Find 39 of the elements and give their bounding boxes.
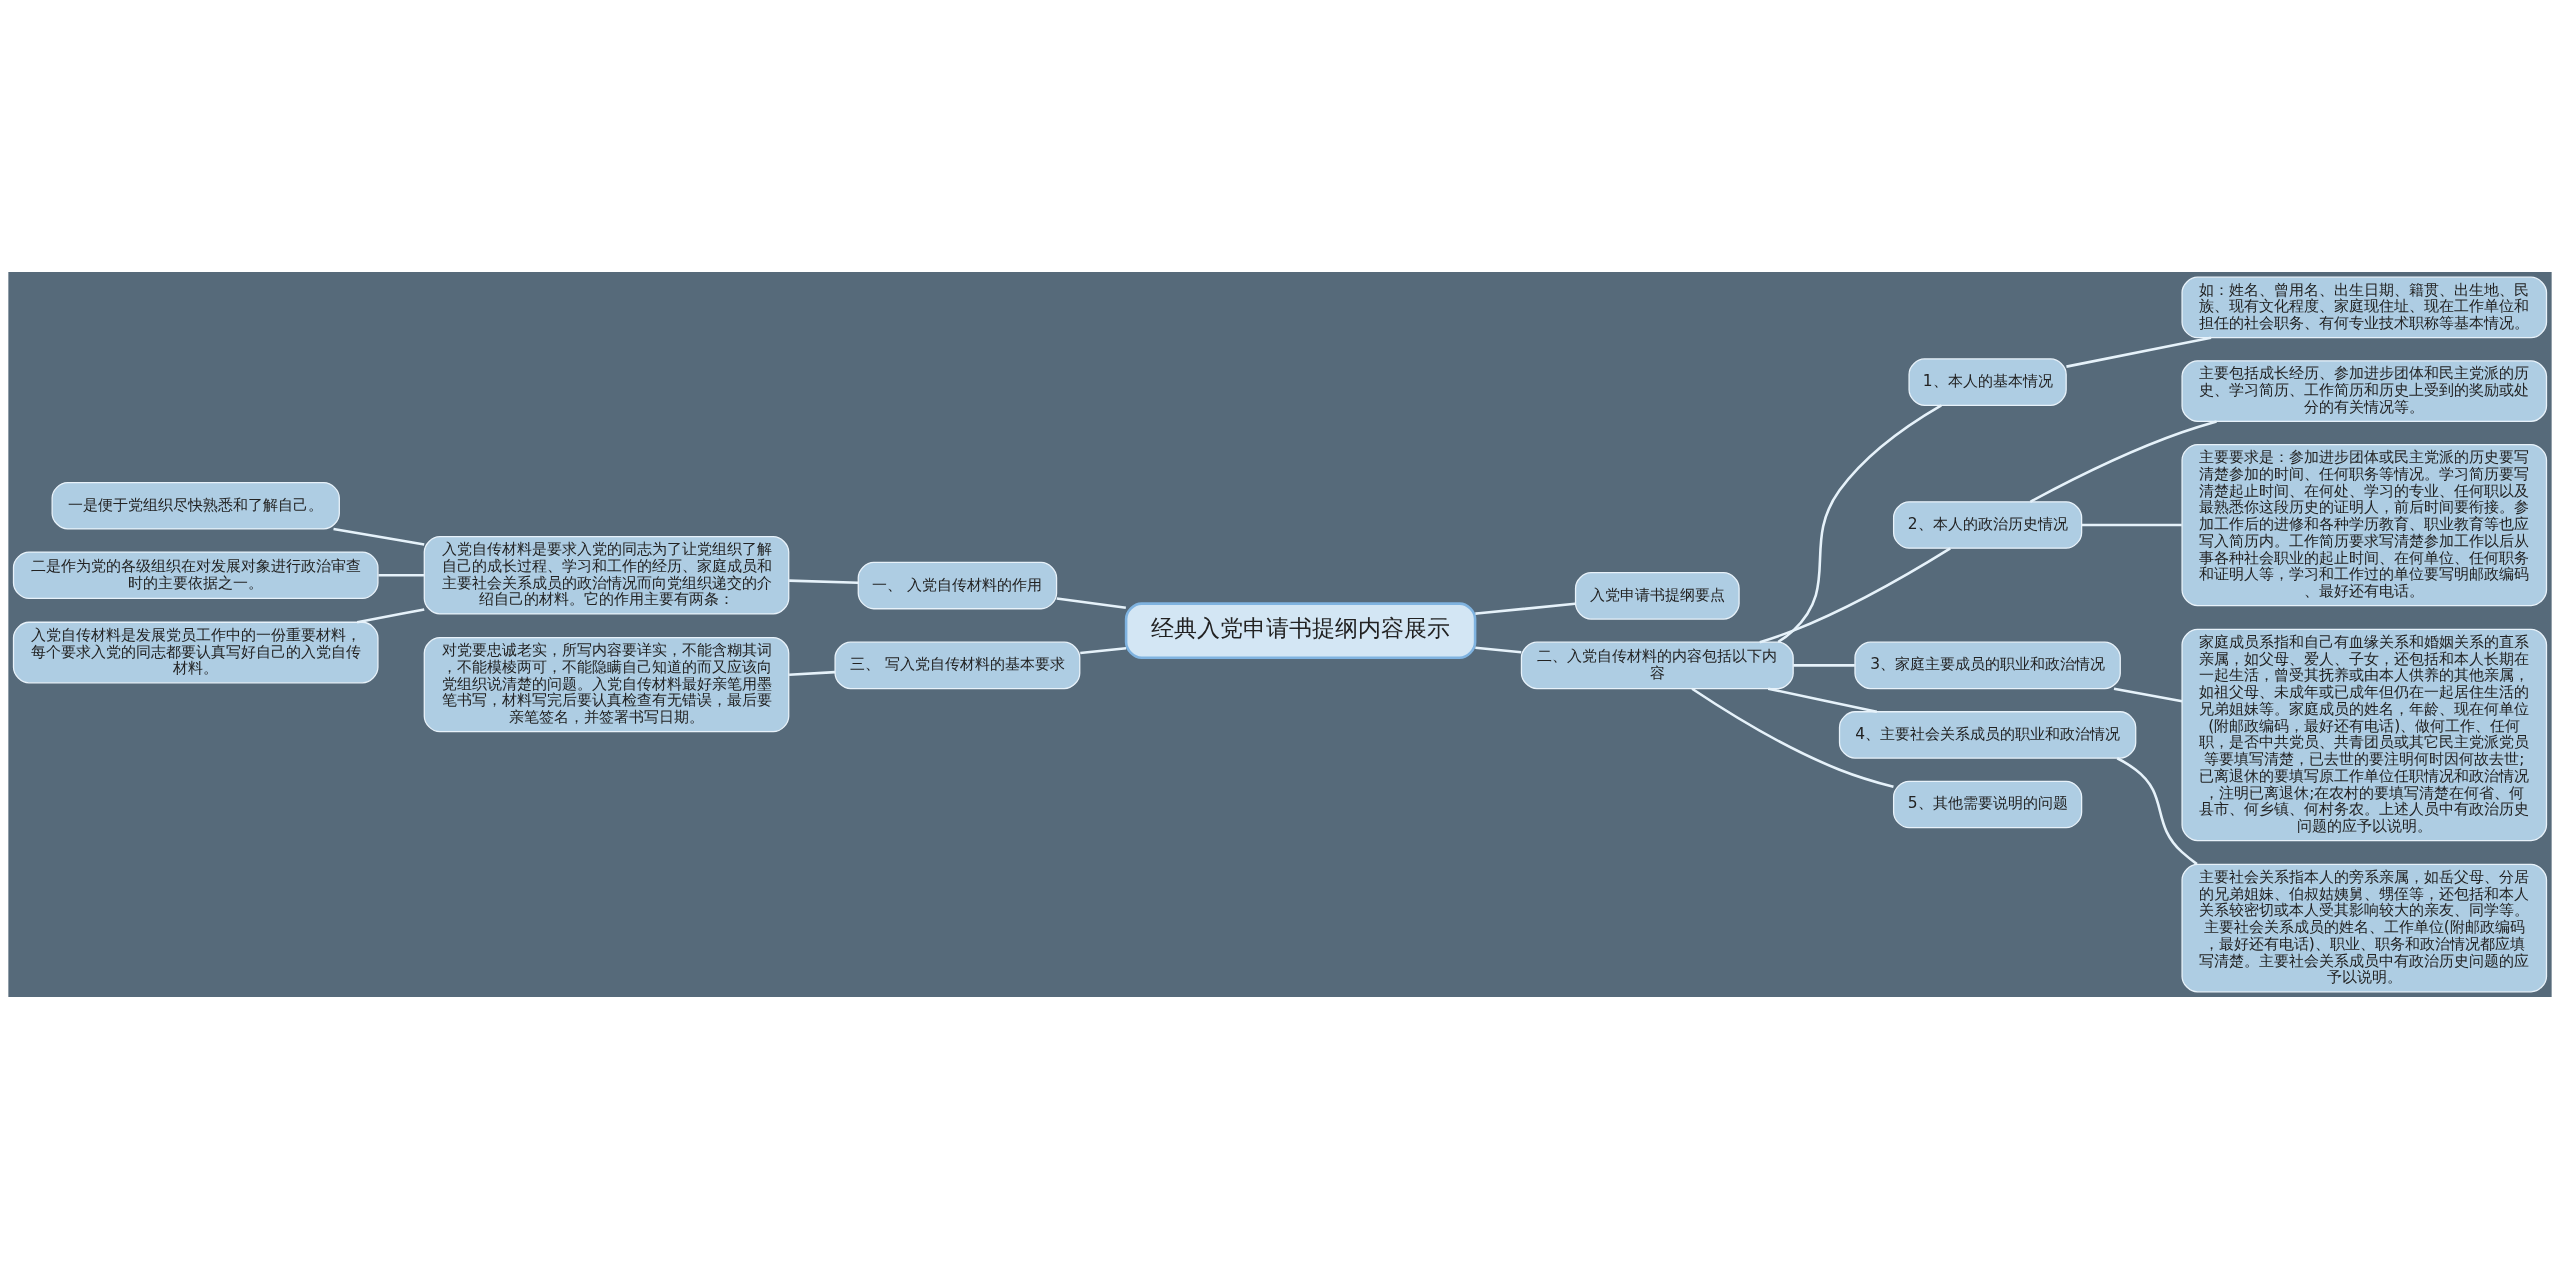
node-box: 3、家庭主要成员的职业和政治情况	[1854, 641, 2121, 689]
node-box: 一是便于党组织尽快熟悉和了解自己。	[51, 481, 340, 530]
node-box: 家庭成员系指和自己有血缘关系和婚姻关系的直系亲属，如父母、爱人、子女，还包括和本人长期在一起生活，曾受其抚养或由本人供养的其他亲属，如祖父母、未成年或已成年但仍在一起居住生活的兄弟姐妹等。家庭成员的姓名，年龄、现在何单位(附邮政编码，最好还有电话)、做何工作、任何职，是否中共党员、共青团员或其它民主党派党员等要填写清楚，已去世的要注明何时因何故去世;已离退休的要填写原工作单位任职情况和政治情况，注明已离退休;在农村的要填写清楚在何省、何县市、何乡镇、何村务农。上述人员中有政治历史问题的应予以说明。	[2181, 628, 2548, 841]
connector	[1759, 546, 1951, 643]
node-box: 一、 入党自传材料的作用	[857, 561, 1058, 609]
connector	[1056, 596, 1126, 609]
connector	[1080, 646, 1127, 654]
connector	[333, 527, 425, 546]
connector	[2081, 523, 2182, 526]
node-box: 5、其他需要说明的问题	[1892, 780, 2083, 828]
connector	[2113, 686, 2183, 703]
node-box: 主要社会关系指本人的旁系亲属，如岳父母、分居的兄弟姐妹、伯叔姑姨舅、甥侄等，还包括和本人关系较密切或本人受其影响较大的亲友、同学等。主要社会关系成员的姓名、工作单位(附邮政编码，最好还有电话)、职业、职务和政治情况都应填写清楚。主要社会关系成员中有政治历史问题的应予以说明。	[2181, 863, 2548, 992]
connector	[1777, 403, 1942, 643]
node-box: 二、入党自传材料的内容包括以下内容	[1520, 641, 1794, 689]
node-box: 主要要求是：参加进步团体或民主党派的历史要写清楚参加的时间、任何职务等情况。学习简历要写清楚起止时间、在何处、学习的专业、任何职以及最熟悉你这段历史的证明人，前后时间要衔接。参加工作后的进修和各种学历教育、职业教育等也应写入简历内。工作简历要求写清楚参加工作以后从事各种社会职业的起止时间、在何单位、任何职务和证明人等，学习和工作过的单位要写明邮政编码、最好还有电话。	[2181, 443, 2548, 606]
connector	[1767, 686, 1878, 713]
node-box: 主要包括成长经历、参加进步团体和民主党派的历史、学习简历、工作简历和历史上受到的奖励或处分的有关情况等。	[2181, 359, 2548, 422]
node-box: 入党自传材料是要求入党的同志为了让党组织了解自己的成长过程、学习和工作的经历、家庭成员和主要社会关系成员的政治情况而向党组织递交的介绍自己的材料。它的作用主要有两条：	[423, 535, 790, 615]
connector	[789, 670, 836, 676]
node-box: 入党自传材料是发展党员工作中的一份重要材料，每个要求入党的同志都要认真写好自己的入党自传材料。	[12, 621, 379, 683]
connector	[1475, 645, 1522, 653]
node-box: 二是作为党的各级组织在对发展对象进行政治审查时的主要依据之一。	[12, 550, 379, 599]
connector	[378, 573, 424, 577]
connector	[2066, 335, 2212, 368]
connector	[356, 607, 425, 623]
connector	[1475, 602, 1576, 615]
connector	[789, 578, 859, 584]
node-box: 2、本人的政治历史情况	[1892, 500, 2083, 549]
node-box: 4、主要社会关系成员的职业和政治情况	[1838, 710, 2137, 759]
connector	[1691, 687, 1894, 788]
node-box: 经典入党申请书提纲内容展示	[1124, 601, 1477, 659]
connector	[2116, 756, 2198, 865]
node-box: 入党申请书提纲要点	[1574, 571, 1740, 620]
node-box: 1、本人的基本情况	[1908, 357, 2067, 406]
node-box: 三、 写入党自传材料的基本要求	[834, 641, 1081, 689]
connector	[2029, 419, 2217, 503]
node-box: 如：姓名、曾用名、出生日期、籍贯、出生地、民族、现有文化程度、家庭现住址、现在工作单位和担任的社会职务、有何专业技术职称等基本情况。	[2181, 276, 2548, 338]
node-box: 对党要忠诚老实，所写内容要详实，不能含糊其词，不能模棱两可，不能隐瞒自己知道的而又应该向党组织说清楚的问题。入党自传材料最好亲笔用墨笔书写，材料写完后要认真检查有无错误，最后要亲笔签名，并签署书写日期。	[423, 636, 790, 732]
connector	[1793, 663, 1855, 667]
